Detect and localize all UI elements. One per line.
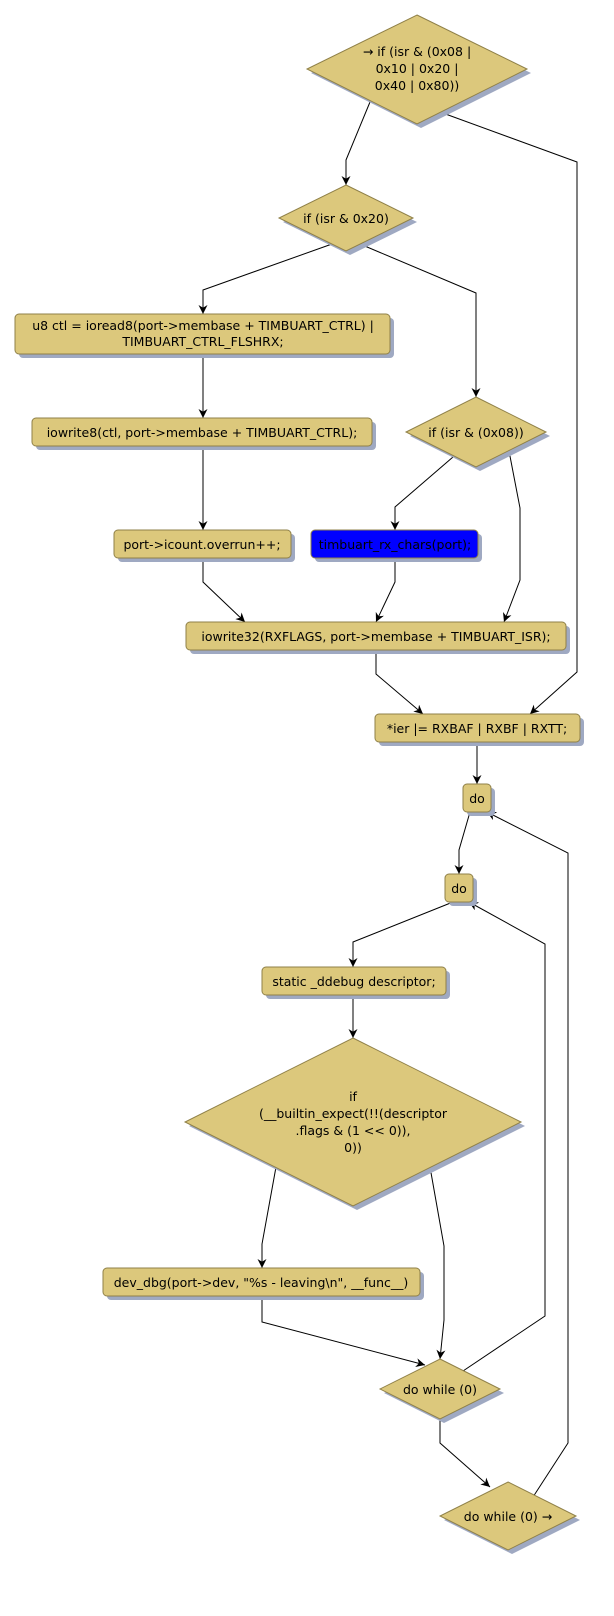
edge [348, 901, 454, 967]
node-label: *ier |= RXBAF | RXBF | RXTT; [387, 721, 567, 736]
node-label: port->icount.overrun++; [123, 537, 280, 552]
node-label: 0x10 | 0x20 | [376, 61, 459, 76]
node-label: → if (isr & (0x08 | [363, 44, 471, 59]
node-label: 0x40 | 0x80)) [375, 78, 459, 93]
edge [202, 558, 246, 623]
edge [454, 811, 471, 874]
statement-descriptor: static _ddebug descriptor; [261, 966, 450, 999]
do-outer: do [462, 783, 495, 816]
edge [359, 243, 481, 397]
statement-ioread8: u8 ctl = ioread8(port->membase + TIMBUAR… [14, 313, 394, 358]
decision-do-while-outer: do while (0) → [438, 1481, 580, 1554]
node-label: if (isr & 0x20) [303, 211, 389, 226]
edge [502, 450, 521, 623]
node-label: .flags & (1 << 0)), [295, 1123, 410, 1138]
edges [198, 101, 578, 1498]
node-label: TIMBUART_CTRL_FLSHRX; [121, 334, 283, 349]
edge [198, 243, 333, 314]
statement-rx-chars-highlighted: timbuart_rx_chars(port); [310, 529, 482, 562]
statement-dev-dbg: dev_dbg(port->dev, "%s - leaving\n", __f… [102, 1267, 424, 1300]
edge [462, 901, 546, 1372]
node-label: do while (0) [403, 1382, 477, 1397]
do-inner: do [444, 873, 477, 906]
decision-isr-0x20: if (isr & 0x20) [277, 184, 417, 255]
node-label: do [469, 791, 485, 806]
statement-overrun: port->icount.overrun++; [113, 529, 295, 562]
node-label: do while (0) → [464, 1509, 552, 1524]
edge [390, 456, 454, 530]
decision-builtin-expect: if (__builtin_expect(!!(descriptor .flag… [183, 1037, 525, 1210]
node-label: timbuart_rx_chars(port); [319, 537, 472, 552]
edge [429, 1166, 446, 1360]
edge [261, 1296, 426, 1368]
statement-iowrite32: iowrite32(RXFLAGS, port->membase + TIMBU… [185, 621, 570, 654]
edge [341, 101, 371, 185]
node-label: if [349, 1089, 357, 1104]
node-label: static _ddebug descriptor; [272, 974, 435, 989]
edge [439, 111, 578, 715]
statement-iowrite8: iowrite8(ctl, port->membase + TIMBUART_C… [31, 417, 376, 450]
node-label: do [451, 881, 467, 896]
decision-isr-mask: → if (isr & (0x08 | 0x10 | 0x20 | 0x40 |… [305, 14, 531, 128]
node-label: iowrite32(RXFLAGS, port->membase + TIMBU… [201, 629, 550, 644]
decision-isr-0x08: if (isr & (0x08)) [404, 396, 550, 471]
statement-ier: *ier |= RXBAF | RXBF | RXTT; [374, 713, 584, 746]
decision-do-while-inner: do while (0) [378, 1358, 504, 1423]
node-label: (__builtin_expect(!!(descriptor [259, 1106, 448, 1121]
node-label: u8 ctl = ioread8(port->membase + TIMBUAR… [32, 318, 374, 333]
edge [375, 558, 396, 623]
node-label: iowrite8(ctl, port->membase + TIMBUART_C… [47, 425, 358, 440]
node-label: dev_dbg(port->dev, "%s - leaving\n", __f… [114, 1275, 409, 1290]
edge [375, 650, 424, 715]
edge [257, 1166, 277, 1268]
node-label: if (isr & (0x08)) [428, 425, 523, 440]
node-label: 0)) [344, 1140, 362, 1155]
edge [486, 811, 569, 1498]
edge [439, 1419, 491, 1488]
